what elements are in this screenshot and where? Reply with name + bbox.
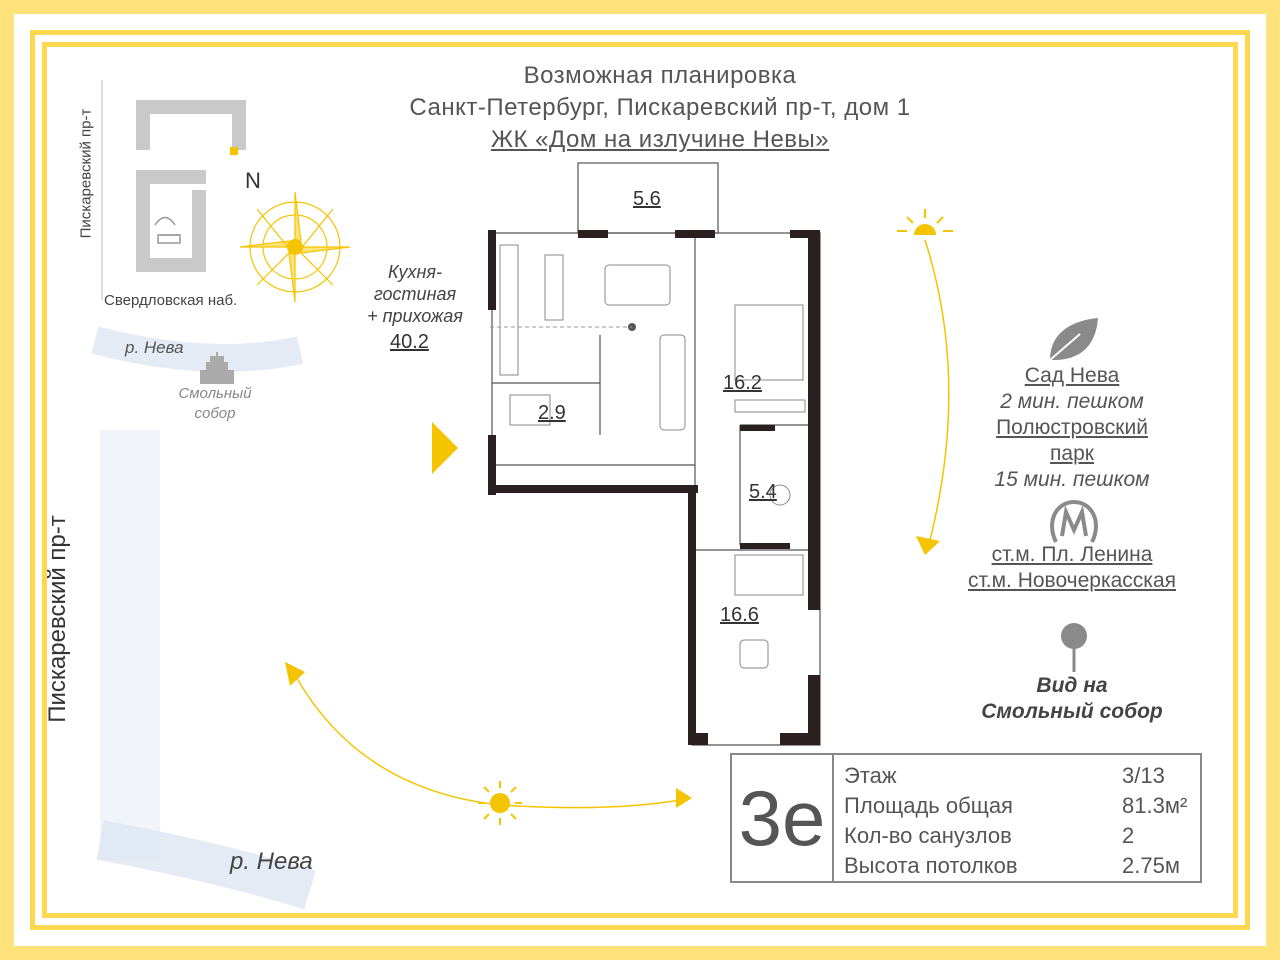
bedroom2-area: 16.6 [720,604,759,626]
layout-code: 3е [732,755,834,881]
sun-icon [478,781,522,825]
spec-label: Площадь общая [844,793,1013,818]
spec-value: 2 [1122,823,1135,848]
building-footprint [136,100,246,272]
park2-link-1[interactable]: Полюстровский [996,416,1148,439]
bed-1 [734,304,804,381]
complex-name-link[interactable]: ЖК «Дом на излучине Невы» [490,126,830,153]
sunrise-icon [897,209,953,235]
fountain-icon [154,216,181,244]
entrance-arrow-icon [432,422,458,474]
location-pin-icon [1061,623,1087,672]
park2-walk: 15 мин. пешком [994,468,1150,491]
metro2-link[interactable]: ст.м. Новочеркасская [967,569,1177,592]
spec-value: 81.3м² [1122,793,1188,818]
leaf-icon [1049,318,1098,361]
kitchen-label-2: гостиная [373,284,457,304]
landmark-label-2: собор [194,405,236,422]
river-label-large: р. Нева [230,848,313,875]
arrow-head-icon [916,536,940,555]
kitchen-label-1: Кухня- [388,262,442,282]
kitchen-island [544,254,564,321]
park1-walk: 2 мин. пешком [1000,390,1144,413]
spec-value: 3/13 [1122,763,1165,788]
metro1-link[interactable]: ст.м. Пл. Ленина [991,543,1153,566]
park1-link[interactable]: Сад Нева [1024,364,1120,387]
floor-plan [488,162,821,746]
arrow-head-icon [285,662,305,686]
view-label-1: Вид на [1036,674,1108,697]
bathtub [509,394,551,426]
spec-label: Высота потолков [844,853,1018,878]
arrow-head-icon [676,788,692,808]
dining-table [604,264,671,306]
spec-label: Этаж [844,763,897,788]
embankment-label: Свердловская наб. [104,292,238,309]
cathedral-icon [200,352,234,384]
metro-icon [1050,500,1098,543]
specs-table: 3е Этаж 3/13 Площадь общая 81.3м² Кол-во… [730,753,1202,883]
view-label-2: Смольный собор [981,700,1163,723]
spec-value: 2.75м [1122,853,1180,878]
radiator [734,399,806,413]
kitchen-area: 40.2 [390,331,429,353]
building-marker [230,147,238,155]
plan-caption: Возможная планировка [523,62,797,89]
compass-rose-icon [239,191,351,303]
balcony-area: 5.6 [633,188,661,210]
site-map [91,80,316,910]
bath2-area: 5.4 [749,481,777,503]
inner-border [42,42,1238,918]
sofa [659,334,686,431]
kitchen-label-3: + прихожая [367,306,463,326]
address: Санкт-Петербург, Пискаревский пр-т, дом … [409,94,911,121]
armchair [739,639,769,669]
kitchen-counter [499,244,519,376]
toilet [769,484,791,506]
spec-label: Кол-во санузлов [844,823,1012,848]
outer-border [30,30,1250,930]
north-label: N [245,168,261,193]
bath1-area: 2.9 [538,402,566,424]
river-label-small: р. Нева [125,338,184,357]
park2-link-2[interactable]: парк [1050,442,1094,465]
bedroom1-area: 16.2 [723,372,762,394]
landmark-label-1: Смольный [178,385,252,402]
bed-2 [734,554,804,596]
